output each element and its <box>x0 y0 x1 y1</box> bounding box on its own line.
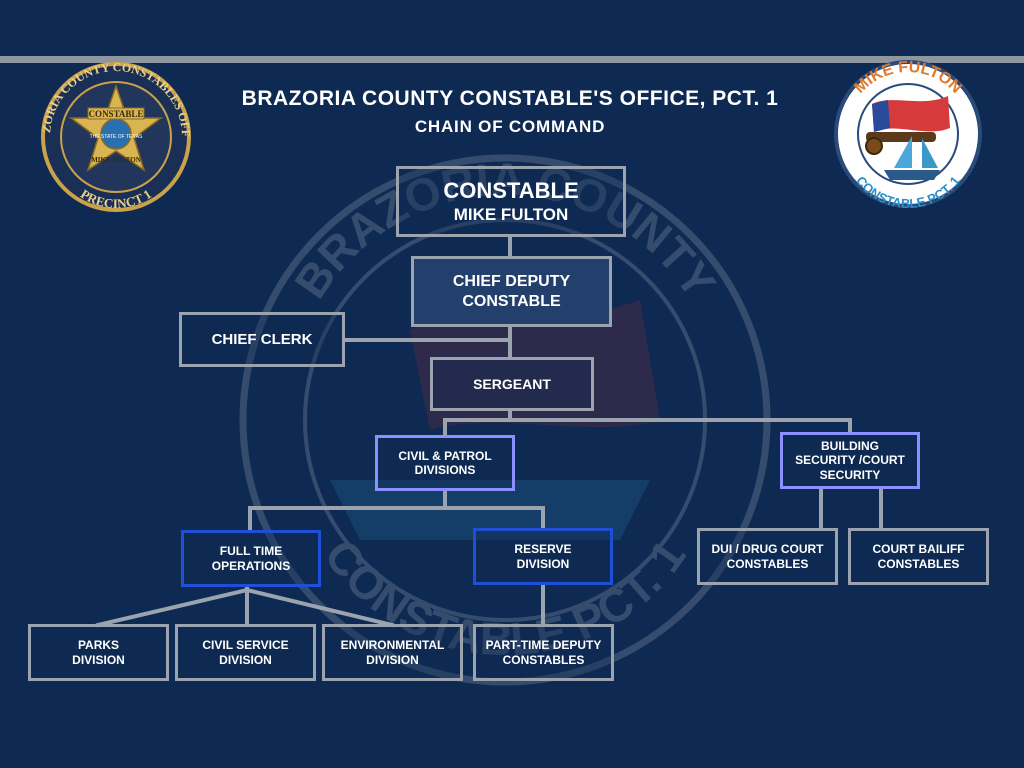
connector-to-environmental <box>244 587 395 628</box>
part-time-line2: CONSTABLES <box>502 652 585 667</box>
chief-deputy-line2: CONSTABLE <box>462 292 561 310</box>
full-time-line1: FULL TIME <box>219 544 283 559</box>
civil-patrol-line1: CIVIL & PATROL <box>398 448 492 463</box>
building-security-line3: SECURITY <box>819 467 881 482</box>
full-time-line2: OPERATIONS <box>211 558 291 573</box>
constable-title: CONSTABLE <box>443 178 579 204</box>
top-divider <box>0 56 1024 63</box>
node-civil-patrol: CIVIL & PATROL DIVISIONS <box>375 435 515 491</box>
node-court-bailiff: COURT BAILIFF CONSTABLES <box>848 528 989 585</box>
environmental-line2: DIVISION <box>366 652 419 667</box>
building-security-line1: BUILDING <box>821 438 879 453</box>
svg-text:THE STATE OF TEXAS: THE STATE OF TEXAS <box>90 134 143 140</box>
dui-line2: CONSTABLES <box>726 556 809 571</box>
dui-line1: DUI / DRUG COURT <box>711 542 824 557</box>
bailiff-line1: COURT BAILIFF <box>872 542 965 557</box>
node-parks-division: PARKS DIVISION <box>28 624 169 681</box>
civil-service-line2: DIVISION <box>219 652 272 667</box>
parks-line1: PARKS <box>77 638 120 653</box>
civil-service-line1: CIVIL SERVICE <box>202 638 289 653</box>
precinct-badge-logo: BRAZORIA COUNTY CONSTABLES OFFICE PRECIN… <box>30 62 193 212</box>
node-chief-deputy: CHIEF DEPUTY CONSTABLE <box>411 256 612 327</box>
node-constable: CONSTABLE MIKE FULTON <box>396 166 626 237</box>
svg-text:MIKE FULTON: MIKE FULTON <box>91 156 141 164</box>
sergeant-label: SERGEANT <box>473 375 551 392</box>
node-part-time-deputy: PART-TIME DEPUTY CONSTABLES <box>473 624 614 681</box>
svg-text:CONSTABLE: CONSTABLE <box>89 109 144 119</box>
page-title: BRAZORIA COUNTY CONSTABLE'S OFFICE, PCT.… <box>241 87 779 110</box>
building-security-line2: SECURITY /COURT <box>795 453 905 468</box>
node-environmental-division: ENVIRONMENTAL DIVISION <box>322 624 463 681</box>
civil-patrol-line2: DIVISIONS <box>414 463 476 477</box>
node-reserve-division: RESERVE DIVISION <box>473 528 613 585</box>
node-building-security: BUILDING SECURITY /COURT SECURITY <box>780 432 920 489</box>
page-subtitle: CHAIN OF COMMAND <box>414 117 606 136</box>
node-chief-clerk: CHIEF CLERK <box>179 312 345 367</box>
node-dui-drug-court: DUI / DRUG COURT CONSTABLES <box>697 528 838 585</box>
parks-line2: DIVISION <box>72 652 125 667</box>
chief-clerk-label: CHIEF CLERK <box>211 330 313 348</box>
node-sergeant: SERGEANT <box>430 357 594 411</box>
constable-name: MIKE FULTON <box>453 204 569 224</box>
node-full-time-operations: FULL TIME OPERATIONS <box>181 530 321 587</box>
connector-to-parks <box>95 587 250 628</box>
chief-deputy-line1: CHIEF DEPUTY <box>452 273 571 291</box>
environmental-line1: ENVIRONMENTAL <box>340 638 445 653</box>
bailiff-line2: CONSTABLES <box>877 556 960 571</box>
mike-fulton-logo: MIKE FULTON CONSTABLE PCT. 1 <box>834 59 982 208</box>
part-time-line1: PART-TIME DEPUTY <box>485 638 602 653</box>
reserve-line2: DIVISION <box>516 556 570 571</box>
reserve-line1: RESERVE <box>514 542 572 557</box>
node-civil-service-division: CIVIL SERVICE DIVISION <box>175 624 316 681</box>
